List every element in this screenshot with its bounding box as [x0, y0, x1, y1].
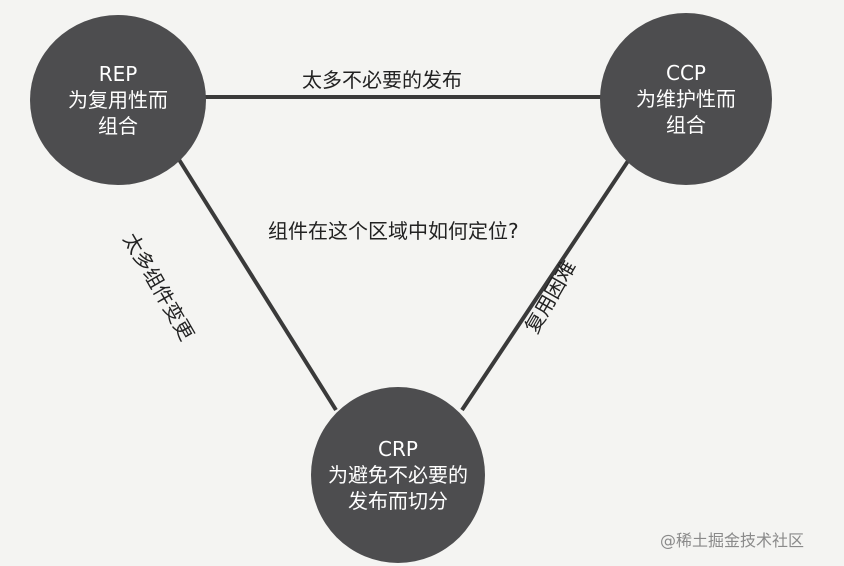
edge-label-rep-ccp: 太多不必要的发布: [302, 68, 462, 92]
watermark: @稀土掘金技术社区: [660, 531, 805, 550]
node-crp-line-2: 发布而切分: [348, 489, 448, 513]
node-ccp-title: CCP: [666, 61, 706, 85]
node-crp-title: CRP: [378, 437, 418, 461]
node-ccp: CCP 为维护性而 组合: [600, 13, 772, 185]
node-ccp-line-2: 组合: [666, 113, 706, 137]
node-rep-line-2: 组合: [98, 114, 138, 138]
node-rep: REP 为复用性而 组合: [30, 15, 206, 185]
edge-line-ccp-crp: [460, 156, 632, 412]
node-ccp-line-1: 为维护性而: [636, 87, 736, 111]
node-rep-title: REP: [98, 62, 138, 86]
node-crp: CRP 为避免不必要的 发布而切分: [311, 387, 485, 563]
node-crp-line-1: 为避免不必要的: [328, 463, 468, 487]
node-rep-line-1: 为复用性而: [68, 88, 168, 112]
edge-line-rep-crp: [176, 156, 338, 412]
center-question: 组件在这个区域中如何定位?: [268, 219, 519, 243]
